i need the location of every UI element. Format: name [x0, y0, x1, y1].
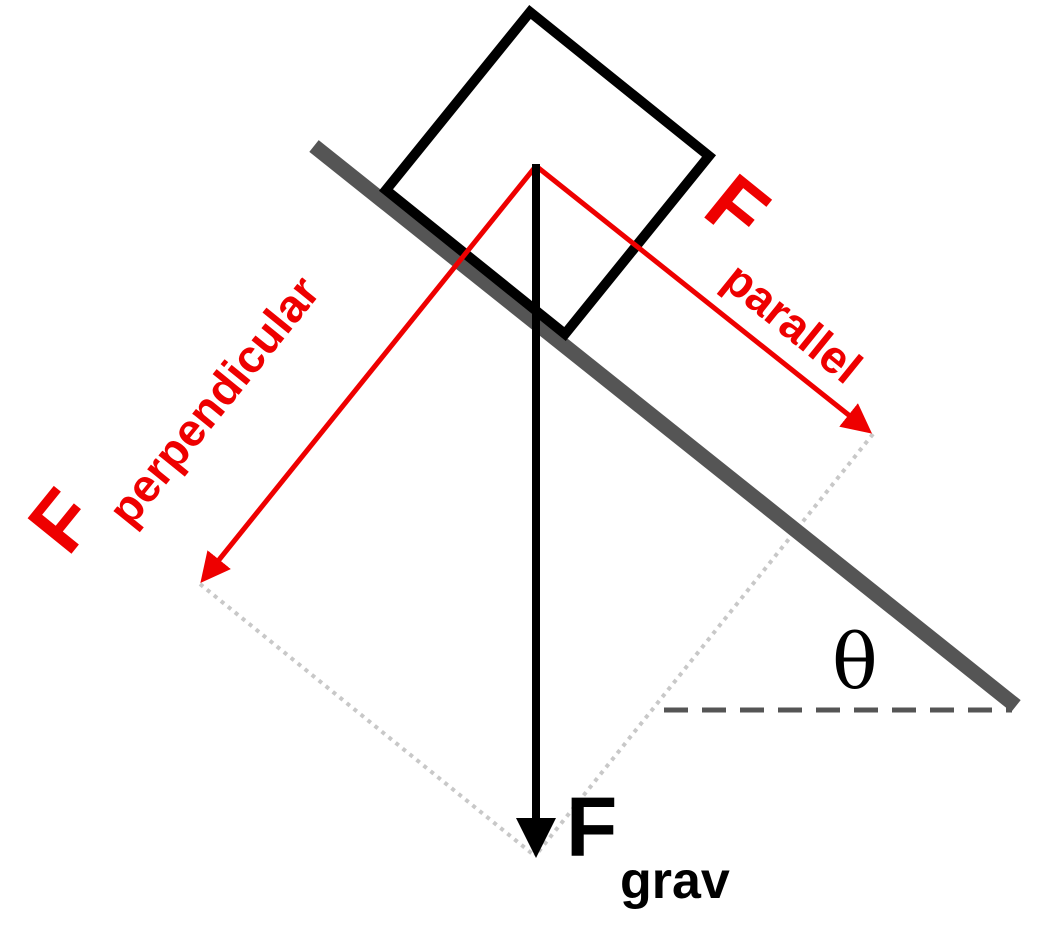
- construction-line-perpendicular: [198, 582, 537, 858]
- inclined-plane: [309, 140, 1021, 712]
- f-grav-subscript: grav: [620, 852, 730, 910]
- f-parallel-main: F: [689, 157, 785, 259]
- f-parallel-label: F parallel: [689, 157, 872, 393]
- block: [378, 4, 717, 342]
- f-perpendicular-subscript: perpendicular: [98, 266, 330, 535]
- f-perpendicular-arrow: [200, 164, 538, 584]
- angle-theta-label: θ: [832, 617, 878, 706]
- f-perpendicular-main: F: [11, 473, 113, 569]
- construction-line-parallel: [533, 432, 875, 858]
- f-perpendicular-label: F perpendicular: [11, 266, 330, 570]
- f-grav-main: F: [566, 780, 617, 874]
- f-grav-label: F grav: [566, 780, 730, 910]
- f-parallel-arrow: [534, 164, 873, 434]
